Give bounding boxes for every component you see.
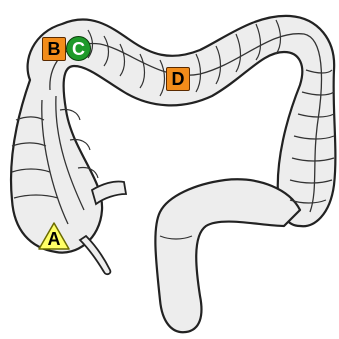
marker-c-label: C — [72, 40, 85, 58]
marker-d: D — [166, 67, 190, 91]
marker-a: A — [38, 222, 70, 250]
marker-c: C — [66, 36, 91, 61]
appendix — [80, 236, 110, 274]
rectum — [155, 179, 300, 332]
marker-d-label: D — [172, 70, 185, 88]
marker-a-label: A — [38, 230, 70, 248]
marker-b: B — [42, 37, 66, 61]
marker-b-label: B — [48, 40, 61, 58]
